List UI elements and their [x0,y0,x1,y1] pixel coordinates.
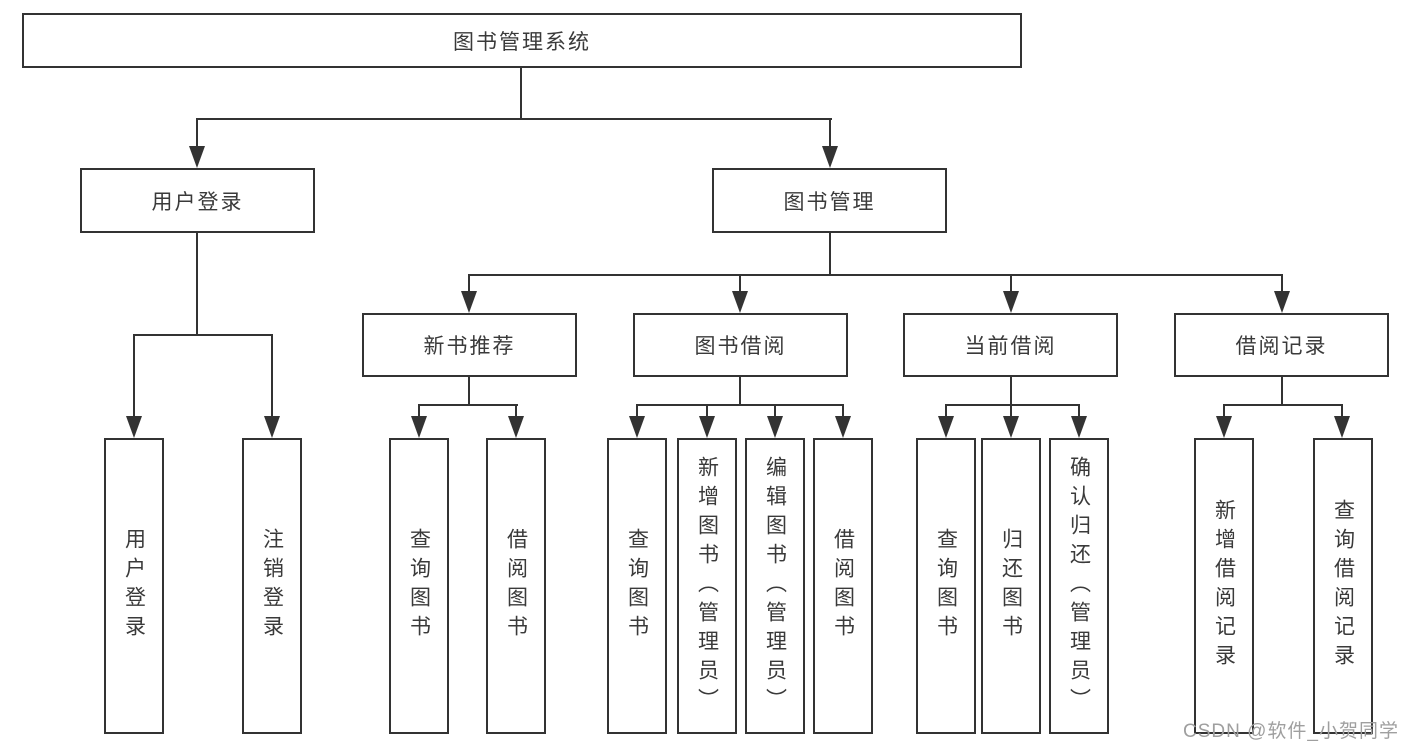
connector [1281,274,1283,293]
connector [945,404,1080,406]
arrowhead-down-icon [126,416,142,438]
connector [739,377,741,406]
node-book-borrowing: 图书借阅 [633,313,848,377]
node-label: 用户登录 [122,528,146,644]
arrowhead-down-icon [508,416,524,438]
connector [468,274,1283,276]
arrowhead-down-icon [1274,291,1290,313]
node-new-book-recommendation: 新书推荐 [362,313,577,377]
node-label: 确认归还（管理员） [1067,455,1091,717]
arrowhead-down-icon [767,416,783,438]
arrowhead-down-icon [461,291,477,313]
connector [468,377,470,406]
connector [1281,377,1283,406]
arrowhead-down-icon [1003,416,1019,438]
arrowhead-down-icon [629,416,645,438]
node-label: 新增图书（管理员） [695,455,719,717]
csdn-watermark: CSDN @软件_小贺同学 [1183,721,1399,742]
connector [706,404,708,418]
node-add-books-admin: 新增图书（管理员） [677,438,737,734]
connector [1223,404,1343,406]
connector [1010,404,1012,418]
connector [1010,377,1012,406]
node-label: 注销登录 [260,528,284,644]
node-add-borrow-record: 新增借阅记录 [1194,438,1254,734]
node-label: 图书管理 [783,190,876,214]
arrowhead-down-icon [411,416,427,438]
connector [196,118,832,120]
node-label: 图书借阅 [694,335,787,358]
arrowhead-down-icon [1216,416,1232,438]
node-borrow-books-recommend: 借阅图书 [486,438,546,734]
node-edit-books-admin: 编辑图书（管理员） [745,438,805,734]
node-label: 借阅图书 [831,528,855,644]
connector [520,68,522,119]
arrowhead-down-icon [1003,291,1019,313]
arrowhead-down-icon [732,291,748,313]
arrowhead-down-icon [189,146,205,168]
node-return-books: 归还图书 [981,438,1041,734]
node-query-borrow-record: 查询借阅记录 [1313,438,1373,734]
node-logout: 注销登录 [242,438,302,734]
connector [1010,274,1012,293]
node-label: 归还图书 [999,528,1023,644]
node-library-management-system: 图书管理系统 [22,13,1022,68]
node-label: 借阅图书 [504,528,528,644]
connector [774,404,776,418]
connector [418,404,420,418]
connector [133,334,273,336]
connector [418,404,518,406]
node-query-books-borrowing: 查询图书 [607,438,667,734]
connector [829,118,831,148]
node-label: 查询图书 [934,528,958,644]
node-user-login: 用户登录 [80,168,315,233]
node-query-books-current: 查询图书 [916,438,976,734]
node-label: 当前借阅 [964,335,1057,358]
node-current-borrowing: 当前借阅 [903,313,1118,377]
connector [515,404,517,418]
connector [829,233,831,275]
node-confirm-return-admin: 确认归还（管理员） [1049,438,1109,734]
node-label: 用户登录 [151,190,244,214]
connector [271,334,273,418]
node-label: 新书推荐 [423,335,516,358]
node-label: 新增借阅记录 [1212,499,1236,673]
connector [196,118,198,148]
arrowhead-down-icon [1334,416,1350,438]
connector [1078,404,1080,418]
node-label: 查询图书 [407,528,431,644]
connector [1223,404,1225,418]
connector [739,274,741,293]
connector [133,334,135,418]
arrowhead-down-icon [835,416,851,438]
arrowhead-down-icon [699,416,715,438]
connector [636,404,638,418]
node-borrowing-records: 借阅记录 [1174,313,1389,377]
connector [636,404,844,406]
node-label: 查询图书 [625,528,649,644]
arrowhead-down-icon [938,416,954,438]
node-label: 编辑图书（管理员） [763,455,787,717]
connector [945,404,947,418]
node-borrow-books: 借阅图书 [813,438,873,734]
arrowhead-down-icon [822,146,838,168]
node-label: 查询借阅记录 [1331,499,1355,673]
connector [196,233,198,335]
connector [468,274,470,293]
node-label: 图书管理系统 [453,30,591,54]
node-query-books-recommend: 查询图书 [389,438,449,734]
connector [1341,404,1343,418]
connector [842,404,844,418]
node-user-login-action: 用户登录 [104,438,164,734]
arrowhead-down-icon [264,416,280,438]
node-label: 借阅记录 [1235,335,1328,358]
node-book-management: 图书管理 [712,168,947,233]
arrowhead-down-icon [1071,416,1087,438]
